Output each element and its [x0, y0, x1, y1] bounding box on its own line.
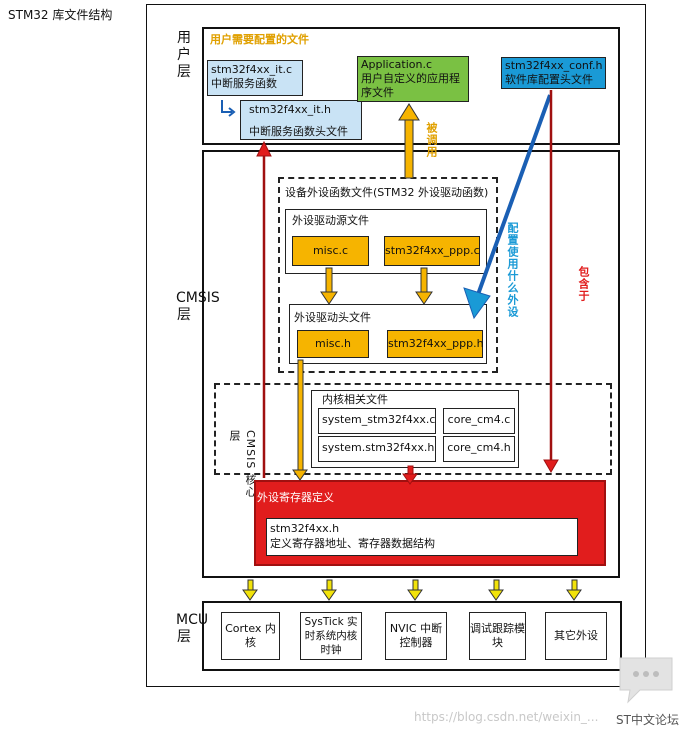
- ppp-h-box: stm32f4xx_ppp.h: [387, 330, 484, 358]
- register-heading: 外设寄存器定义: [257, 491, 334, 504]
- cmsis-to-mcu-arrows: [242, 579, 582, 601]
- header-to-register-arrow: [292, 359, 308, 481]
- it-c-filename: stm32f4xx_it.c: [211, 63, 293, 76]
- core-to-register-arrow: [402, 465, 418, 485]
- it-c-desc: 中断服务函数: [211, 77, 277, 90]
- register-file-box: [266, 518, 578, 556]
- source-files-heading: 外设驱动源文件: [292, 214, 369, 227]
- peripheral-heading: 设备外设函数文件(STM32 外设驱动函数): [285, 186, 489, 199]
- it-h-desc: 中断服务函数头文件: [249, 125, 348, 138]
- it-c-box: stm32f4xx_it.c 中断服务函数: [207, 60, 303, 96]
- header-files-heading: 外设驱动头文件: [294, 311, 371, 324]
- user-layer-label: 用户层: [177, 30, 191, 80]
- core-cm4-c-box: core_cm4.c: [443, 408, 515, 434]
- register-to-it-h-arrow: [256, 140, 272, 478]
- called-label: 被调用: [425, 122, 438, 158]
- mcu-other-box: 其它外设: [545, 612, 607, 660]
- outer-frame: [146, 4, 646, 687]
- watermark-url: https://blog.csdn.net/weixin_...: [414, 710, 599, 724]
- mcu-systick-box: SysTick 实时系统内核时钟: [300, 612, 362, 660]
- cmsis-core-label: CMSIS 核心层: [228, 430, 257, 498]
- page-title: STM32 库文件结构: [8, 8, 113, 22]
- it-h-box: stm32f4xx_it.h 中断服务函数头文件: [240, 100, 362, 140]
- conf-desc: 软件库配置头文件: [505, 73, 593, 86]
- app-desc2: 序文件: [361, 86, 394, 99]
- source-to-header-arrows: [320, 267, 433, 305]
- chat-bubble-icon: [614, 652, 684, 712]
- conf-filename: stm32f4xx_conf.h: [505, 59, 603, 72]
- misc-h-box: misc.h: [297, 330, 369, 358]
- user-config-heading: 用户需要配置的文件: [210, 33, 309, 46]
- mcu-cortex-box: Cortex 内核: [221, 612, 280, 660]
- config-arrow: [463, 94, 552, 320]
- register-desc: 定义寄存器地址、寄存器数据结构: [270, 537, 435, 550]
- it-h-filename: stm32f4xx_it.h: [249, 103, 331, 116]
- app-filename: Application.c: [361, 58, 433, 71]
- include-label: 包含于: [577, 266, 590, 302]
- mcu-nvic-box: NVIC 中断控制器: [385, 612, 447, 660]
- misc-c-box: misc.c: [292, 236, 369, 266]
- application-box: Application.c 用户自定义的应用程 序文件: [357, 56, 469, 102]
- peripheral-group: [278, 177, 498, 373]
- watermark-forum: ST中文论坛: [616, 713, 679, 727]
- core-files-heading: 内核相关文件: [322, 393, 388, 406]
- mcu-layer-label: MCU 层: [176, 612, 209, 645]
- corner-arrow-icon: [218, 98, 238, 122]
- register-filename: stm32f4xx.h: [270, 522, 340, 535]
- include-arrow: [543, 90, 559, 473]
- conf-box: stm32f4xx_conf.h 软件库配置头文件: [501, 57, 606, 89]
- config-label: 配置使用什么外设: [506, 222, 519, 318]
- core-cm4-h-box: core_cm4.h: [443, 436, 515, 462]
- system-h-box: system.stm32f4xx.h: [318, 436, 436, 462]
- system-c-box: system_stm32f4xx.c: [318, 408, 436, 434]
- app-desc1: 用户自定义的应用程: [361, 72, 460, 85]
- cmsis-layer-label: CMSIS 层: [176, 290, 220, 323]
- called-arrow: [398, 103, 420, 179]
- mcu-debug-box: 调试跟踪模块: [469, 612, 526, 660]
- ppp-c-box: stm32f4xx_ppp.c: [384, 236, 480, 266]
